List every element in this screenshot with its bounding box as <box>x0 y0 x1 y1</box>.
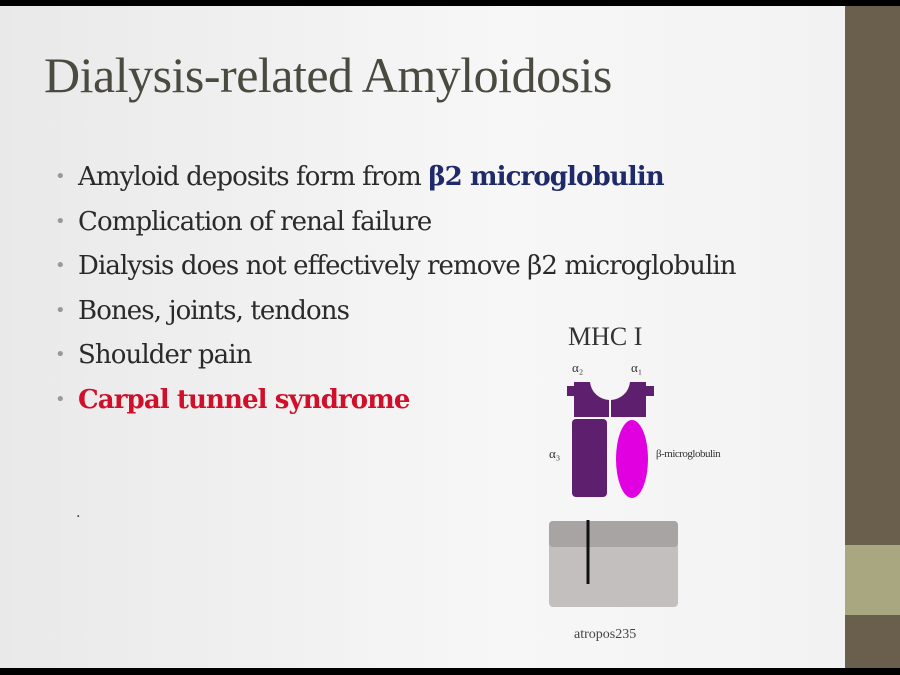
mhc-molecule-illustration <box>549 382 678 607</box>
alpha1-domain <box>611 382 654 417</box>
image-credit: atropos235 <box>574 627 637 642</box>
beta-label: β-microglobulin <box>656 448 721 460</box>
bullet-icon: • <box>55 388 66 410</box>
bullet-icon: • <box>55 299 66 321</box>
bullet-item: •Complication of renal failure <box>55 200 736 245</box>
bullet-icon: • <box>55 210 66 232</box>
alpha2-label: α₂ <box>572 360 584 375</box>
bullet-icon: • <box>55 344 66 365</box>
stray-mark: . <box>76 505 81 521</box>
alpha2-domain <box>567 382 609 417</box>
beta2-microglobulin <box>616 420 648 498</box>
slide-title: Dialysis-related Amyloidosis <box>44 47 612 103</box>
alpha3-domain <box>572 419 607 497</box>
bullet-item: •Amyloid deposits form from β2 microglob… <box>55 155 736 200</box>
bullet-item: •Shoulder pain <box>55 333 736 378</box>
bullet-icon: • <box>55 166 66 187</box>
alpha1-label: α₁ <box>631 360 643 375</box>
bullet-list: •Amyloid deposits form from β2 microglob… <box>55 155 737 423</box>
slide <box>0 6 845 668</box>
bullet-icon: • <box>55 255 66 276</box>
emphasis-text: β2 microglobulin <box>428 162 664 192</box>
bullet-item: •Bones, joints, tendons <box>55 289 736 334</box>
sidebar-accent-band <box>845 545 900 615</box>
alpha3-label: α₃ <box>549 446 561 461</box>
diagram-title: MHC I <box>568 322 643 351</box>
bullet-item: •Dialysis does not effectively remove β2… <box>55 244 737 289</box>
membrane-top <box>549 521 678 547</box>
mhc-diagram: MHC I α₂ α₁ α₃ β-microglobulin atropos23… <box>530 320 750 660</box>
bullet-item: •Carpal tunnel syndrome <box>55 378 736 423</box>
